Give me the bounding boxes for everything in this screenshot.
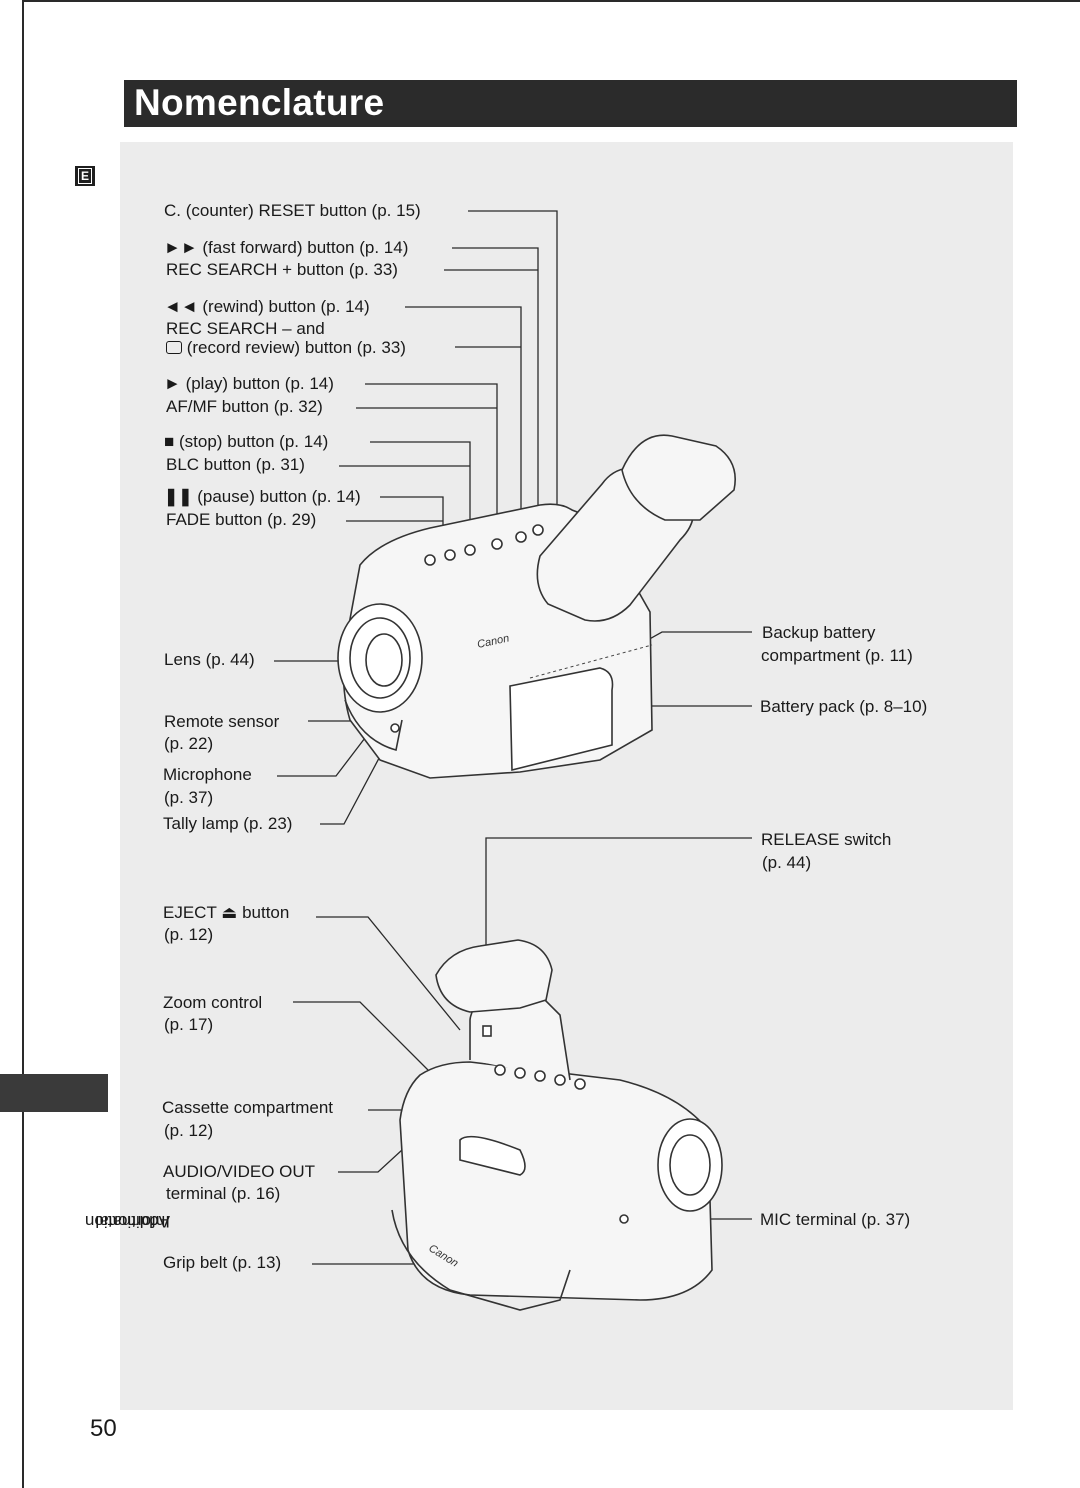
label-battery-pack: Battery pack (p. 8–10) [760, 697, 928, 716]
label-play: (play) button (p. 14) [185, 374, 334, 393]
page-number: 50 [90, 1415, 117, 1442]
label-rewind-row: ◄◄ (rewind) button (p. 14) [164, 296, 370, 318]
play-icon: ► [164, 374, 181, 393]
label-grip-belt: Grip belt (p. 13) [163, 1253, 282, 1272]
fast-forward-icon: ►► [164, 238, 198, 257]
label-zoom-control: Zoom control [163, 993, 263, 1012]
label-eject-pre: EJECT [163, 903, 217, 922]
page-title: Nomenclature [134, 82, 385, 123]
label-stop-row: ■ (stop) button (p. 14) [164, 431, 328, 453]
label-release-switch-page: (p. 44) [762, 853, 812, 872]
label-remote-sensor-page: (p. 22) [164, 734, 214, 753]
language-badge: E [75, 166, 95, 186]
label-eject-post: button [242, 903, 290, 922]
leader-play [365, 383, 498, 540]
label-release-switch: RELEASE switch [761, 830, 892, 849]
camcorder-top-drawing [337, 434, 736, 779]
pause-icon: ❚❚ [164, 487, 193, 506]
label-tally-lamp: Tally lamp (p. 23) [163, 814, 293, 833]
leader-tally-lamp [320, 729, 395, 825]
label-eject-row: EJECT ⏏ button [163, 902, 289, 924]
eject-icon: ⏏ [221, 903, 238, 922]
label-pause-row: ❚❚ (pause) button (p. 14) [164, 486, 361, 508]
label-cassette: Cassette compartment [162, 1098, 334, 1117]
leader-fast-forward [452, 247, 539, 520]
label-pause: (pause) button (p. 14) [197, 487, 361, 506]
leader-stop [370, 441, 471, 548]
label-record-review: (record review) button (p. 33) [186, 338, 406, 357]
camcorder-bottom-drawing [391, 939, 723, 1311]
label-av-out-page: terminal (p. 16) [166, 1184, 281, 1203]
label-cassette-page: (p. 12) [164, 1121, 214, 1140]
label-mic-terminal: MIC terminal (p. 37) [760, 1210, 911, 1229]
label-microphone-page: (p. 37) [164, 788, 214, 807]
label-remote-sensor: Remote sensor [164, 712, 280, 731]
label-stop: (stop) button (p. 14) [179, 432, 329, 451]
record-review-icon [166, 341, 182, 354]
label-counter-reset: C. (counter) RESET button (p. 15) [164, 201, 421, 220]
label-rewind: (rewind) button (p. 14) [202, 297, 370, 316]
label-microphone: Microphone [163, 765, 252, 784]
label-eject-page: (p. 12) [164, 925, 214, 944]
label-blc: BLC button (p. 31) [166, 455, 305, 474]
label-fast-forward: (fast forward) button (p. 14) [202, 238, 409, 257]
label-fade: FADE button (p. 29) [166, 510, 317, 529]
title-bar: Nomenclature [124, 80, 1017, 127]
label-lens: Lens (p. 44) [164, 650, 255, 669]
stop-icon: ■ [164, 432, 175, 451]
label-rec-search-plus: REC SEARCH + button (p. 33) [166, 260, 398, 279]
leader-eject [316, 916, 461, 1031]
page-frame [22, 0, 1080, 1488]
label-record-review-row: (record review) button (p. 33) [166, 337, 406, 359]
leader-microphone [277, 733, 369, 777]
language-badge-letter: E [78, 168, 92, 184]
label-backup-battery: Backup battery [762, 623, 876, 642]
leader-zoom [293, 1001, 431, 1073]
label-zoom-control-page: (p. 17) [164, 1015, 214, 1034]
label-af-mf: AF/MF button (p. 32) [166, 397, 323, 416]
rewind-icon: ◄◄ [164, 297, 198, 316]
side-tab [0, 1074, 108, 1112]
label-play-row: ► (play) button (p. 14) [164, 373, 334, 395]
leader-av-out [338, 1149, 403, 1173]
label-fast-forward-row: ►► (fast forward) button (p. 14) [164, 237, 408, 259]
label-av-out: AUDIO/VIDEO OUT [163, 1162, 316, 1181]
label-backup-battery-page: compartment (p. 11) [761, 646, 913, 665]
leader-counter-reset [468, 210, 558, 505]
leader-rewind [405, 306, 522, 530]
label-rec-search-minus: REC SEARCH – and [166, 319, 325, 338]
